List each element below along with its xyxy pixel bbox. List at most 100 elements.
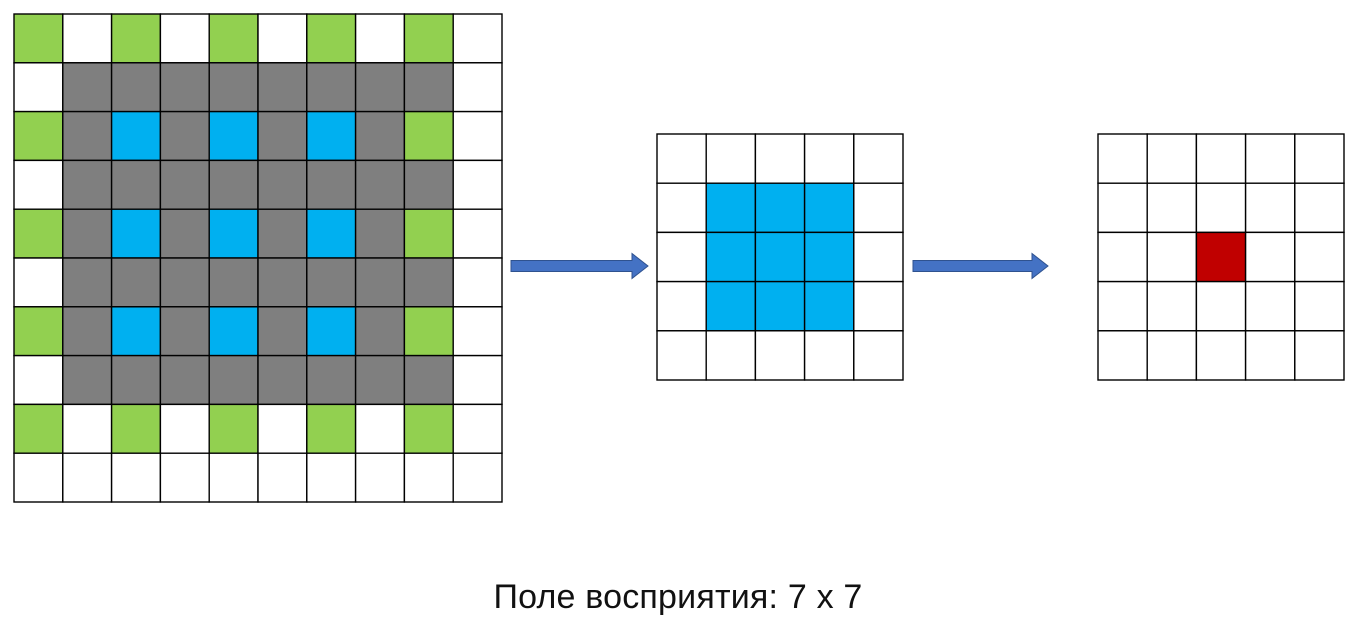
input-grid-cell-blue (110, 208, 162, 259)
input-grid-cell-white (257, 452, 308, 503)
input-grid-cell-gray (257, 62, 308, 113)
input-grid-cell-white (403, 452, 454, 503)
input-grid-cell-white (159, 13, 210, 64)
output-grid-cell-white (1097, 231, 1148, 283)
input-grid-cell-white (13, 159, 64, 210)
middle-grid-cell-blue (754, 231, 806, 283)
input-grid-cell-gray (159, 306, 210, 357)
output-grid-cell-white (1244, 133, 1296, 184)
middle-grid-cell-white (853, 182, 904, 234)
input-grid-cell-green (13, 306, 64, 357)
input-grid-cell-gray (403, 257, 454, 308)
input-grid-cell-gray (62, 257, 113, 308)
input-grid-cell-gray (403, 159, 454, 210)
input-grid-cell-gray (257, 110, 308, 162)
input-grid-cell-gray (159, 257, 210, 308)
input-grid-cell-white (452, 62, 503, 113)
input-grid-cell-gray (110, 159, 162, 210)
middle-grid-cell-blue (803, 280, 855, 332)
output-grid-cell-white (1097, 133, 1148, 184)
middle-grid-cell-blue (754, 280, 806, 332)
middle-grid-cell-white (656, 330, 707, 381)
input-grid-cell-green (13, 13, 64, 64)
output-grid-cell-white (1195, 182, 1247, 234)
input-grid-cell-green (110, 403, 162, 454)
input-grid-cell-white (354, 403, 406, 454)
input-grid-cell-white (452, 354, 503, 406)
output-grid-cell-white (1097, 330, 1148, 381)
input-grid-cell-green (110, 13, 162, 64)
input-grid-cell-blue (110, 110, 162, 162)
input-grid-cell-white (13, 452, 64, 503)
input-grid-cell-green (403, 13, 454, 64)
input-grid-cell-gray (208, 159, 259, 210)
middle-grid-cell-white (754, 133, 806, 184)
input-grid-cell-blue (208, 110, 259, 162)
output-grid-cell-white (1195, 330, 1247, 381)
output-grid-cell-white (1146, 133, 1198, 184)
output-grid-cell-white (1244, 280, 1296, 332)
arrow-input-to-middle-shape (510, 252, 649, 280)
output-grid-cell-white (1294, 280, 1345, 332)
input-grid-cell-gray (208, 62, 259, 113)
middle-grid-cell-blue (705, 231, 757, 283)
output-grid-cell-white (1146, 182, 1198, 234)
input-grid-cell-white (354, 13, 406, 64)
output-grid-cell-white (1244, 231, 1296, 283)
input-grid-cell-blue (306, 110, 357, 162)
input-grid-cell-gray (257, 306, 308, 357)
middle-grid-cell-blue (705, 182, 757, 234)
input-grid-cell-gray (257, 354, 308, 406)
middle-grid-cell-white (656, 182, 707, 234)
input-grid-cell-gray (403, 354, 454, 406)
output-grid (1097, 133, 1345, 381)
middle-grid-cell-white (853, 280, 904, 332)
input-grid-cell-green (403, 403, 454, 454)
input-grid-cell-blue (208, 306, 259, 357)
output-grid-cell-white (1195, 133, 1247, 184)
middle-grid-cell-white (705, 330, 757, 381)
middle-grid-cell-blue (803, 231, 855, 283)
input-grid-cell-gray (354, 257, 406, 308)
input-grid-cell-gray (62, 354, 113, 406)
input-grid-cell-blue (110, 306, 162, 357)
middle-grid-cell-white (853, 231, 904, 283)
output-grid-cell-white (1097, 182, 1148, 234)
input-grid-cell-gray (257, 159, 308, 210)
input-grid-cell-green (306, 13, 357, 64)
input-grid-cell-green (403, 110, 454, 162)
input-grid-cell-gray (208, 354, 259, 406)
input-grid (13, 13, 503, 503)
input-grid-cell-white (257, 403, 308, 454)
output-grid-cell-white (1244, 330, 1296, 381)
input-grid-cell-gray (257, 257, 308, 308)
input-grid-cell-gray (110, 62, 162, 113)
input-grid-cell-gray (354, 354, 406, 406)
input-grid-cell-gray (354, 159, 406, 210)
input-grid-cell-white (62, 403, 113, 454)
middle-grid-cell-white (853, 330, 904, 381)
input-grid-cell-gray (354, 208, 406, 259)
input-grid-cell-green (306, 403, 357, 454)
input-grid-cell-blue (208, 208, 259, 259)
middle-grid-cell-blue (803, 182, 855, 234)
input-grid-cell-green (208, 13, 259, 64)
middle-grid-cell-blue (705, 280, 757, 332)
input-grid-cell-green (403, 208, 454, 259)
input-grid-cell-gray (159, 354, 210, 406)
input-grid-cell-gray (110, 354, 162, 406)
input-grid-cell-gray (110, 257, 162, 308)
input-grid-cell-blue (306, 208, 357, 259)
input-grid-cell-gray (403, 62, 454, 113)
input-grid-cell-gray (354, 62, 406, 113)
output-grid-cell-white (1294, 133, 1345, 184)
output-grid-cell-white (1097, 280, 1148, 332)
middle-grid-cell-white (803, 133, 855, 184)
output-grid-cell-white (1294, 182, 1345, 234)
input-grid-cell-gray (62, 306, 113, 357)
middle-grid-cell-white (656, 133, 707, 184)
input-grid-cell-gray (306, 159, 357, 210)
middle-grid-cell-white (705, 133, 757, 184)
input-grid-cell-white (306, 452, 357, 503)
middle-grid-cell-white (853, 133, 904, 184)
